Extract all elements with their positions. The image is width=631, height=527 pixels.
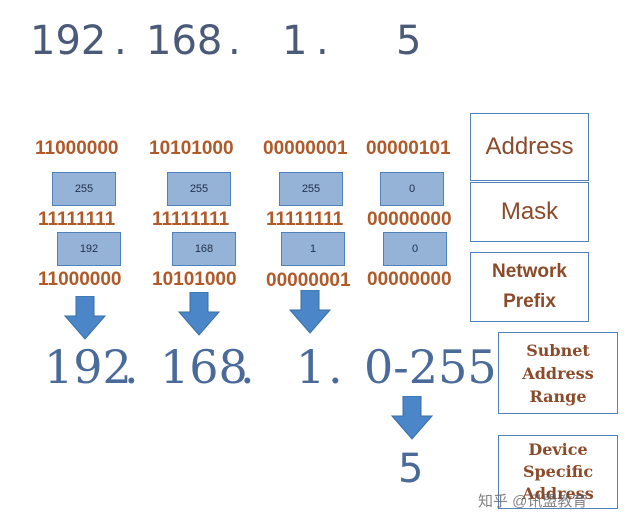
top-octet-1: 192 [30, 18, 107, 64]
bottom-octet-1: 192 [44, 340, 132, 394]
down-arrow-icon [64, 296, 106, 340]
top-octet-4: 5 [396, 18, 422, 64]
bottom-dot-1: . [124, 340, 139, 394]
and-value-box-3: 1 [281, 232, 345, 266]
device-label-line1: Device [528, 440, 588, 459]
address-bits-4: 00000101 [366, 138, 451, 159]
mask-bits-1: 11111111 [38, 209, 116, 230]
mask-value-box-2: 255 [167, 172, 231, 206]
device-address-label-box: Device Specific Address [498, 435, 618, 509]
address-label-box: Address [470, 113, 589, 181]
mask-value-box-3: 255 [279, 172, 343, 206]
prefix-bits-2: 10101000 [152, 269, 237, 290]
subnet-range-label-box: Subnet Address Range [498, 332, 618, 414]
and-value-box-1: 192 [57, 232, 121, 266]
mask-bits-4: 00000000 [367, 209, 452, 230]
top-octet-3: 1 [282, 18, 308, 64]
mask-label-box: Mask [470, 182, 589, 242]
subnet-label-line1: Subnet [526, 340, 590, 360]
network-prefix-label-line1: Network [492, 261, 567, 282]
device-label-line3: Address [522, 484, 594, 503]
and-value-box-2: 168 [172, 232, 236, 266]
bottom-octet-2: 168 [160, 340, 248, 394]
bottom-dot-3: . [328, 340, 343, 394]
mask-bits-2: 11111111 [152, 209, 230, 230]
mask-label: Mask [500, 198, 559, 225]
mask-value-box-1: 255 [52, 172, 116, 206]
address-bits-1: 11000000 [35, 138, 119, 159]
top-dot-1: . [114, 18, 127, 64]
device-label-line2: Specific [522, 462, 594, 481]
address-bits-2: 10101000 [149, 138, 234, 159]
top-dot-3: . [316, 18, 329, 64]
top-dot-2: . [228, 18, 241, 64]
down-arrow-icon [391, 396, 433, 440]
mask-value-box-4: 0 [380, 172, 444, 206]
network-prefix-label-line2: Prefix [503, 291, 556, 312]
prefix-bits-3: 00000001 [266, 270, 351, 291]
watermark: 知乎 @讯盟教育 [478, 493, 588, 510]
bottom-octet-3: 1 [296, 340, 326, 394]
top-octet-2: 168 [146, 18, 223, 64]
device-value: 5 [398, 446, 424, 492]
prefix-bits-4: 00000000 [367, 269, 452, 290]
address-label: Address [485, 133, 574, 160]
down-arrow-icon [289, 290, 331, 334]
address-bits-3: 00000001 [263, 138, 348, 159]
bottom-dot-2: . [240, 340, 255, 394]
down-arrow-icon [178, 292, 220, 336]
prefix-bits-1: 11000000 [38, 269, 122, 290]
bottom-octet-4-range: 0-255 [364, 340, 497, 394]
subnet-label-line2: Address [522, 363, 594, 383]
mask-bits-3: 11111111 [266, 209, 344, 230]
and-value-box-4: 0 [383, 232, 447, 266]
subnet-label-line3: Range [529, 386, 587, 406]
network-prefix-label-box: Network Prefix [470, 252, 589, 322]
